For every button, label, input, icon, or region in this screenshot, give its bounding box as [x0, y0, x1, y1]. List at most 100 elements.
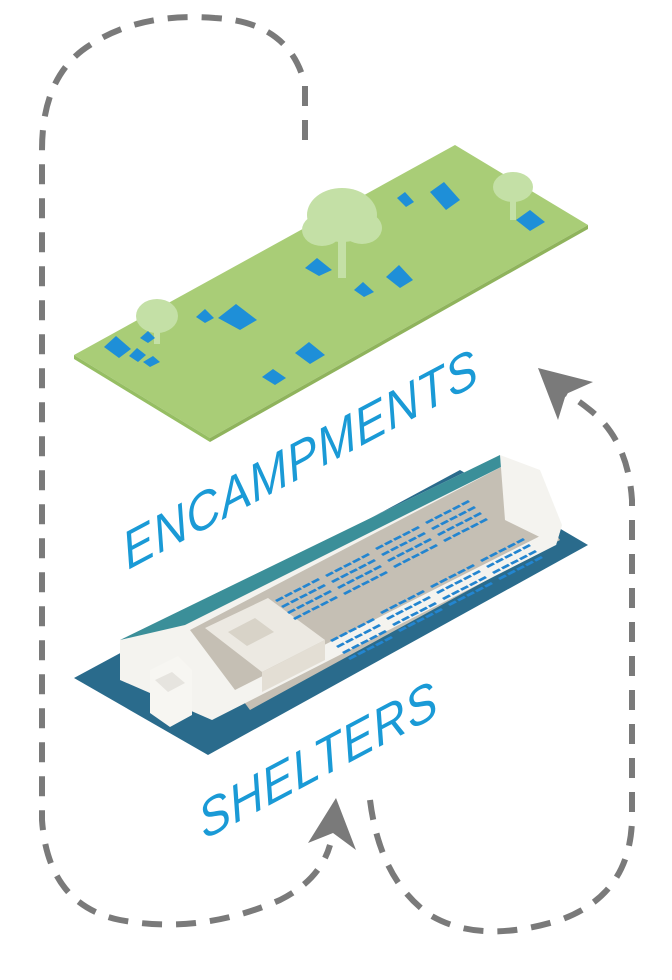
cot-icon [293, 614, 302, 620]
cot-icon [311, 605, 320, 611]
cot-icon [372, 624, 381, 630]
cot-icon [358, 563, 367, 570]
tent-icon [262, 369, 286, 385]
cot-icon [501, 563, 510, 570]
cot-icon [423, 538, 432, 544]
cot-icon [470, 522, 479, 529]
tent-icon [516, 210, 545, 231]
cot-icon [478, 576, 487, 582]
cot-icon [366, 618, 375, 624]
cot-icon [296, 603, 305, 610]
cot-icon [425, 612, 434, 619]
shelter-roof [120, 455, 505, 640]
cot-icon [343, 589, 352, 595]
cot-icon [354, 633, 363, 639]
tree-icon [302, 188, 382, 278]
cot-icon [275, 596, 284, 602]
cot-icon [367, 559, 376, 565]
cot-icon [466, 591, 475, 597]
cot-icon [384, 636, 393, 642]
cot-icon [534, 556, 543, 562]
cot-icon [480, 556, 489, 562]
cot-icon [467, 506, 476, 512]
tent-icon [354, 282, 374, 297]
cot-icon [407, 594, 416, 601]
cot-icon [434, 513, 443, 520]
cot-icon [340, 572, 349, 579]
cot-icon [402, 530, 411, 537]
cot-icon [351, 643, 360, 650]
cot-icon [375, 544, 384, 550]
cot-icon [393, 562, 402, 568]
cot-icon [528, 550, 537, 556]
cot-icon [336, 642, 345, 648]
cot-icon [507, 542, 516, 549]
cot-icon [320, 600, 329, 607]
cot-icon [516, 565, 525, 571]
tent-icon [140, 331, 155, 343]
cot-icon [384, 539, 393, 546]
cot-icon [357, 622, 366, 629]
cot-icon [445, 583, 454, 590]
cot-icon [305, 599, 314, 605]
cot-icon [489, 551, 498, 558]
cot-icon [343, 562, 352, 568]
cot-icon [308, 588, 317, 595]
cot-icon [349, 568, 358, 574]
cot-icon [473, 512, 482, 518]
cot-icon [495, 557, 504, 564]
cot-icon [357, 649, 366, 656]
cot-icon [302, 582, 311, 589]
tent-icon [129, 348, 146, 362]
cot-icon [437, 530, 446, 536]
cot-icon [466, 564, 475, 570]
cot-icon [398, 599, 407, 605]
cot-icon [339, 631, 348, 638]
cot-icon [405, 547, 414, 553]
tent-icon [104, 336, 131, 358]
cot-icon [519, 554, 528, 561]
cot-icon [411, 553, 420, 559]
tree-icon [136, 299, 178, 344]
arrow-head-icon [308, 798, 356, 850]
cot-icon [510, 559, 519, 565]
cot-icon [449, 515, 458, 521]
dashed-cycle-path-right [367, 387, 635, 935]
cot-icon [381, 550, 390, 556]
cot-icon [457, 568, 466, 575]
cot-icon [398, 626, 407, 632]
cot-icon [311, 578, 320, 584]
cot-icon [352, 584, 361, 591]
cot-icon [396, 551, 405, 558]
cot-icon [334, 566, 343, 573]
tent-icon [386, 265, 413, 288]
cot-icon [460, 585, 469, 591]
cot-icon [379, 571, 388, 577]
cot-icon [443, 509, 452, 515]
cot-icon [452, 531, 461, 538]
cot-icon [348, 654, 357, 660]
cot-icon [416, 617, 425, 623]
cot-icon [492, 568, 501, 574]
cot-icon [366, 645, 375, 651]
cot-icon [498, 574, 507, 580]
cot-icon [325, 571, 334, 577]
cot-icon [454, 579, 463, 585]
cot-grid [275, 500, 543, 660]
tent-icon [196, 309, 214, 323]
cot-icon [410, 611, 419, 617]
cot-icon [337, 583, 346, 589]
cot-icon [393, 535, 402, 541]
shelter-office [205, 598, 325, 692]
cot-icon [284, 591, 293, 598]
cot-icon [436, 588, 445, 594]
cot-icon [299, 593, 308, 599]
cot-icon [369, 634, 378, 641]
cot-icon [428, 602, 437, 608]
cot-icon [352, 557, 361, 564]
cot-icon [430, 582, 439, 588]
cot-icon [461, 500, 470, 506]
cot-icon [419, 606, 428, 613]
cot-icon [440, 519, 449, 526]
